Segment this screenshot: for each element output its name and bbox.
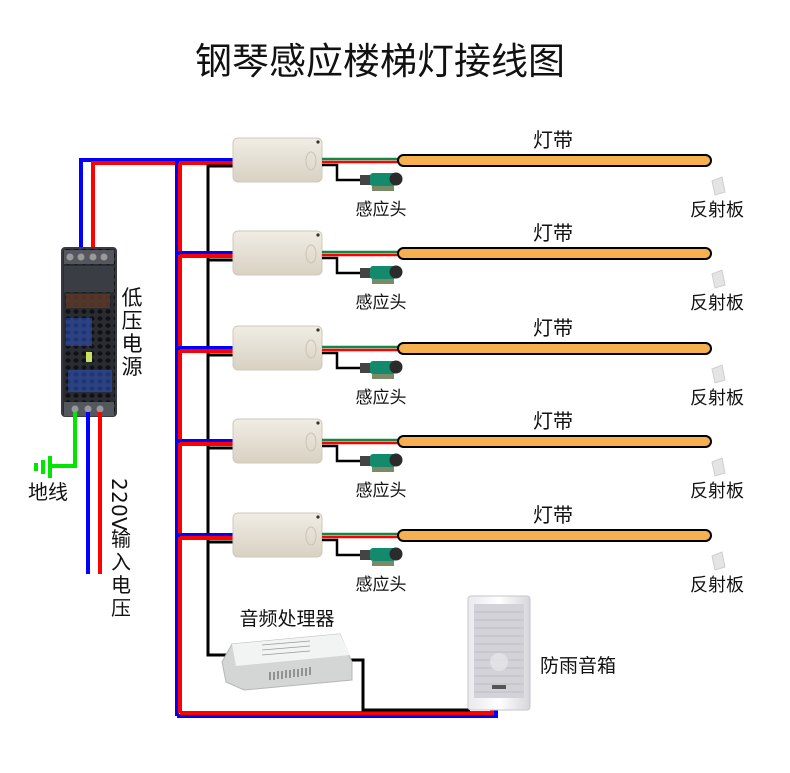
sensor-head xyxy=(360,360,403,379)
light-strip xyxy=(397,247,712,260)
sensor-label: 感应头 xyxy=(356,293,407,313)
input-voltage-char: 入 xyxy=(111,550,131,574)
sensor-label: 感应头 xyxy=(356,388,407,408)
controller-box xyxy=(232,512,323,558)
psu-label: 低 压 电 源 xyxy=(122,286,143,379)
input-voltage-char: 输 xyxy=(111,527,131,551)
psu-spec-label xyxy=(64,266,114,292)
ground-label: 地线 xyxy=(28,480,68,504)
reflector-icon xyxy=(711,551,726,571)
sensor-label: 感应头 xyxy=(356,200,407,220)
light-strip-label: 灯带 xyxy=(533,316,573,340)
reflector-icon xyxy=(711,269,726,289)
light-strip xyxy=(397,342,712,355)
light-strip xyxy=(397,154,712,167)
reflector-label: 反射板 xyxy=(690,575,744,596)
reflector-label: 反射板 xyxy=(690,388,744,409)
audio-out-wire xyxy=(345,658,470,712)
input-voltage-char: 0 xyxy=(107,504,131,517)
light-strip xyxy=(397,529,712,542)
psu-label-char: 压 xyxy=(122,309,143,333)
audio-processor-label: 音频处理器 xyxy=(239,608,334,630)
sensor-wire xyxy=(322,163,362,182)
rain-proof-speaker: 防雨音箱 xyxy=(467,595,616,711)
sensor-wire xyxy=(322,538,362,557)
sensor-head xyxy=(360,265,403,284)
signal-bus-wire xyxy=(206,164,233,657)
light-strip-label: 灯带 xyxy=(533,503,573,527)
neutral-feed-wire xyxy=(79,158,233,250)
sensor-wire xyxy=(322,444,362,463)
reflector-icon xyxy=(711,457,726,477)
input-voltage-char: 2 xyxy=(107,491,131,504)
psu-label-char: 电 xyxy=(122,332,143,356)
sensor-label: 感应头 xyxy=(356,575,407,595)
reflector-icon xyxy=(711,176,726,196)
light-strip-label: 灯带 xyxy=(533,409,573,433)
speaker-label: 防雨音箱 xyxy=(540,655,616,677)
input-voltage-char: V xyxy=(107,517,131,531)
audio-processor: 音频处理器 xyxy=(221,608,353,691)
reflector-icon xyxy=(711,364,726,384)
controller-box xyxy=(232,137,323,183)
sensor-wire xyxy=(322,256,362,275)
psu-top-terminals xyxy=(64,250,114,264)
input-wiring: 地线 xyxy=(28,412,102,574)
psu-label-char: 源 xyxy=(122,355,143,379)
sensor-head xyxy=(360,172,403,191)
reflector-label: 反射板 xyxy=(690,200,744,221)
light-strip xyxy=(397,435,712,448)
input-voltage-char: 2 xyxy=(107,478,131,491)
power-supply xyxy=(61,247,117,417)
ground-wire xyxy=(48,412,77,468)
sensor-head xyxy=(360,547,403,566)
sensor-wire xyxy=(322,351,362,370)
controller-box xyxy=(232,230,323,276)
reflector-label: 反射板 xyxy=(690,293,744,314)
live-feed-wire xyxy=(91,161,233,250)
controller-box xyxy=(232,325,323,371)
sensor-label: 感应头 xyxy=(356,481,407,501)
controller-box xyxy=(232,418,323,464)
light-strip-label: 灯带 xyxy=(533,128,573,152)
light-strip-label: 灯带 xyxy=(533,221,573,245)
diagram-title: 钢琴感应楼梯灯接线图 xyxy=(195,40,565,83)
sensor-head xyxy=(360,453,403,472)
psu-label-char: 低 xyxy=(122,286,143,310)
input-voltage-char: 电 xyxy=(111,573,131,597)
reflector-label: 反射板 xyxy=(690,481,744,502)
input-voltage-char: 压 xyxy=(111,596,131,620)
ground-icon xyxy=(34,456,52,478)
